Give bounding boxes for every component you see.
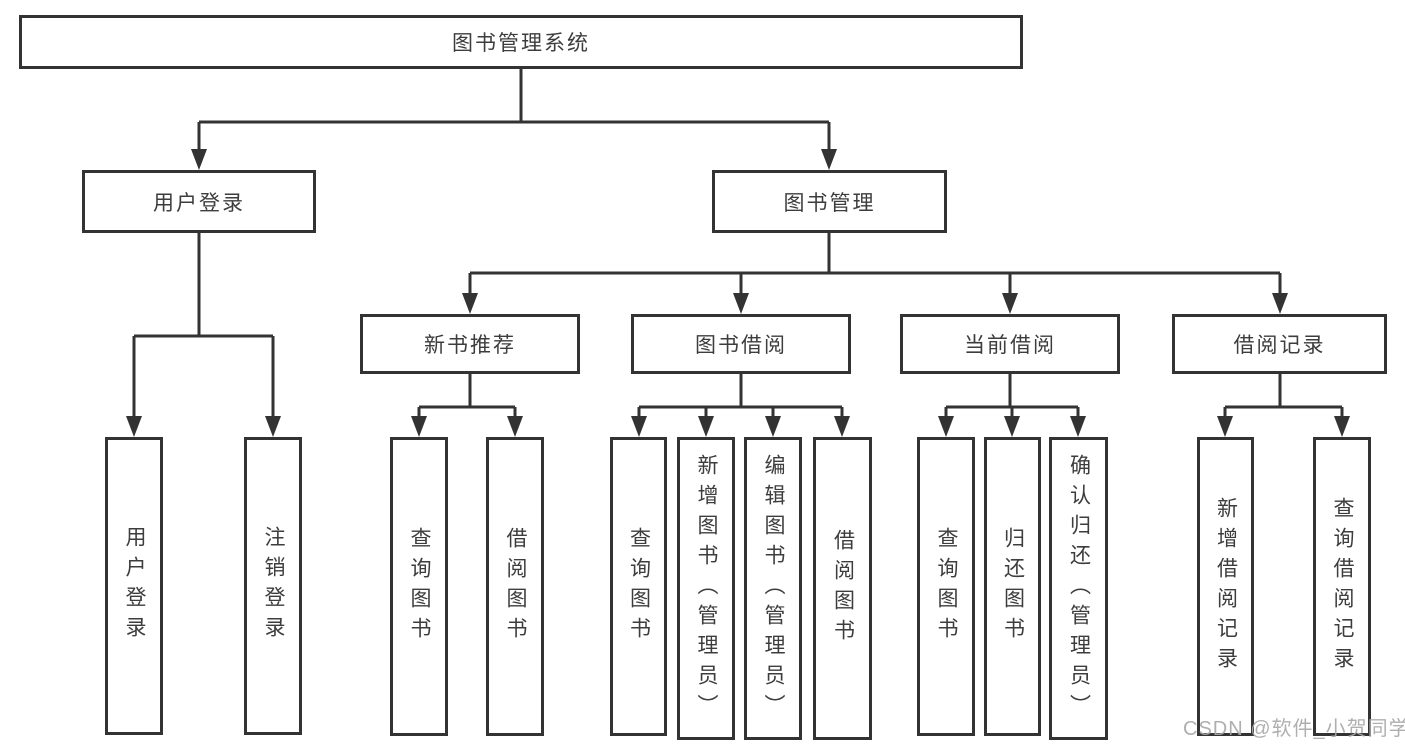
connector-new-book-recommend-children (417, 374, 517, 423)
leaf-query-books-current: 查询图书 (917, 437, 975, 736)
leaf-add-book-admin: 新增图书（管理员） (677, 437, 735, 740)
node-book-borrow: 图书借阅 (631, 314, 851, 374)
node-current-borrow: 当前借阅 (900, 314, 1120, 374)
connector-current-borrow-children (944, 374, 1080, 423)
leaf-borrow-books: 借阅图书 (813, 437, 872, 740)
leaf-user-login: 用户登录 (105, 437, 163, 735)
leaf-add-borrow-record: 新增借阅记录 (1197, 437, 1254, 736)
leaf-query-books-recommend: 查询图书 (390, 437, 448, 736)
csdn-watermark: CSDN @软件_小贺同学 (1183, 718, 1405, 740)
leaf-query-books-borrow: 查询图书 (610, 437, 667, 736)
connector-book-management-to-level3 (468, 233, 1282, 300)
connector-borrow-records-children (1223, 374, 1344, 423)
arrowhead-icons (126, 149, 1350, 437)
leaf-logout: 注销登录 (244, 437, 302, 735)
leaf-query-borrow-record: 查询借阅记录 (1313, 437, 1371, 736)
node-user-login: 用户登录 (82, 170, 316, 233)
connector-book-borrow-children (637, 374, 844, 423)
connector-user-login-children (132, 233, 275, 423)
leaf-borrow-books-recommend: 借阅图书 (486, 437, 544, 736)
leaf-confirm-return-admin: 确认归还（管理员） (1049, 437, 1108, 740)
node-new-book-recommend: 新书推荐 (360, 314, 580, 374)
leaf-return-book: 归还图书 (984, 437, 1041, 736)
connector-root-to-level2 (197, 69, 831, 156)
node-borrow-records: 借阅记录 (1172, 314, 1387, 374)
node-book-management: 图书管理 (712, 170, 947, 233)
node-root-library-management-system: 图书管理系统 (19, 15, 1023, 69)
leaf-edit-book-admin: 编辑图书（管理员） (744, 437, 802, 740)
